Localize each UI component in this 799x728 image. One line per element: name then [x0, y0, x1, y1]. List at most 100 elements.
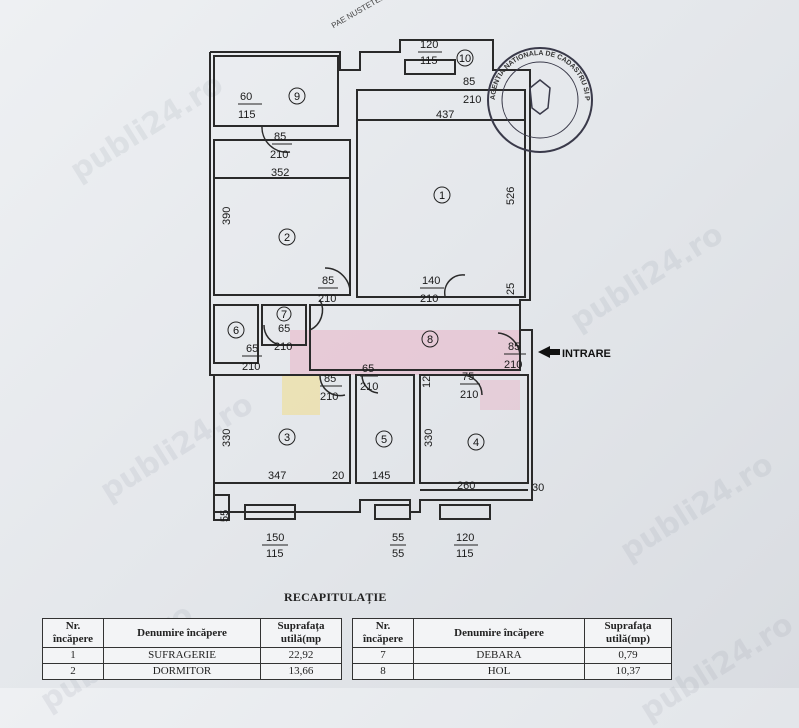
dim-label: 55 [392, 548, 404, 560]
dim-label: 85 [274, 131, 286, 143]
dim-label: 210 [420, 293, 438, 305]
dim-label: 20 [332, 470, 344, 482]
room-marker-6: 6 [227, 321, 245, 339]
dim-label: 85 [322, 275, 334, 287]
room-area: 13,66 [260, 663, 342, 680]
dim-label: 25 [505, 283, 517, 295]
recap-title: RECAPITULAȚIE [284, 590, 387, 604]
dim-label: 210 [274, 341, 292, 353]
column-header: Nr. încăpere [42, 618, 104, 648]
dim-label: 347 [268, 470, 286, 482]
svg-text:9: 9 [294, 91, 300, 103]
dim-label: 330 [221, 429, 233, 447]
dim-label: 260 [457, 480, 475, 492]
coat-of-arms-icon [529, 79, 551, 115]
room-number: 1 [42, 647, 104, 664]
arrow-left-icon [538, 346, 560, 358]
dim-label: 65 [278, 323, 290, 335]
dim-label: 210 [360, 381, 378, 393]
room-marker-7: 7 [276, 306, 292, 322]
dim-label: 210 [504, 359, 522, 371]
table-header-row: Nr. încăpere Denumire încăpere Suprafața… [42, 618, 342, 648]
table-header-row: Nr. încăpere Denumire încăpere Suprafața… [352, 618, 672, 648]
walls [209, 39, 533, 521]
room-number: 7 [352, 647, 414, 664]
column-header: Nr. încăpere [352, 618, 414, 648]
svg-text:7: 7 [281, 309, 287, 321]
dim-label: 210 [463, 94, 481, 106]
svg-text:2: 2 [284, 232, 290, 244]
dim-label: 120 [420, 39, 438, 51]
cadastre-stamp: AGENTIA NATIONALA DE CADASTRU SI PUBLICI… [0, 0, 593, 153]
room-name: DORMITOR [103, 663, 261, 680]
room-number: 2 [42, 663, 104, 680]
room-number: 8 [352, 663, 414, 680]
dimension-labels: 120 115 60 115 85 210 437 85 210 352 390… [219, 39, 544, 560]
dim-label: 55 [392, 532, 404, 544]
dim-label: 55 [219, 510, 231, 522]
dim-label: 85 [463, 76, 475, 88]
stamp-top-text: PAE NUSTETELE [330, 0, 391, 30]
doors [261, 125, 521, 397]
recap-table-right: Nr. încăpere Denumire încăpere Suprafața… [352, 618, 672, 680]
room-marker-10: 10 [456, 49, 474, 67]
dim-label: 85 [324, 373, 336, 385]
highlight-pink [480, 380, 520, 410]
svg-text:10: 10 [459, 53, 471, 65]
room-name: HOL [413, 663, 585, 680]
column-header: Denumire încăpere [413, 618, 585, 648]
dim-label: 210 [270, 149, 288, 161]
room-markers: 9 10 1 2 6 7 8 3 5 4 [227, 49, 485, 451]
dim-label: 210 [318, 293, 336, 305]
dim-label: 390 [221, 207, 233, 225]
dim-label: 330 [423, 429, 435, 447]
svg-text:6: 6 [233, 325, 239, 337]
dim-label: 150 [266, 532, 284, 544]
table-row: 2 DORMITOR 13,66 [42, 663, 342, 680]
table-row: 8 HOL 10,37 [352, 663, 672, 680]
room-marker-9: 9 [288, 87, 306, 105]
svg-text:3: 3 [284, 432, 290, 444]
dim-label: 85 [508, 341, 520, 353]
dim-label: 60 [240, 91, 252, 103]
dim-label: 437 [436, 109, 454, 121]
highlight-hall [290, 330, 520, 375]
dim-label: 65 [362, 363, 374, 375]
table-row: 7 DEBARA 0,79 [352, 647, 672, 664]
room-marker-5: 5 [375, 430, 393, 448]
highlight-yellow [282, 375, 320, 415]
dim-label: 140 [422, 275, 440, 287]
dim-label: 145 [372, 470, 390, 482]
dim-label: 12 [421, 376, 433, 388]
room-marker-3: 3 [278, 428, 296, 446]
dim-label: 115 [238, 109, 256, 121]
table-row: 1 SUFRAGERIE 22,92 [42, 647, 342, 664]
svg-text:8: 8 [427, 334, 433, 346]
svg-text:1: 1 [439, 190, 445, 202]
svg-text:4: 4 [473, 437, 479, 449]
dim-label: 210 [242, 361, 260, 373]
dim-label: 30 [532, 482, 544, 494]
svg-text:AGENTIA NATIONALA DE CADASTRU: AGENTIA NATIONALA DE CADASTRU SI PUBLICI… [0, 0, 590, 101]
dim-label: 210 [460, 389, 478, 401]
stamp-text: AGENTIA NATIONALA DE CADASTRU SI PUBLICI… [0, 0, 590, 101]
room-area: 0,79 [584, 647, 672, 664]
dim-label: 352 [271, 167, 289, 179]
floor-plan: 9 10 1 2 6 7 8 3 5 4 120 115 60 115 85 2… [0, 0, 611, 560]
dim-label: 115 [420, 55, 438, 67]
dim-label: 75 [462, 371, 474, 383]
dim-label: 120 [456, 532, 474, 544]
entrance-marker: INTRARE [538, 346, 611, 360]
room-marker-4: 4 [467, 433, 485, 451]
room-marker-2: 2 [278, 228, 296, 246]
room-area: 22,92 [260, 647, 342, 664]
dim-label: 115 [456, 548, 474, 560]
room-marker-1: 1 [433, 186, 451, 204]
dim-label: 210 [320, 391, 338, 403]
column-header: Suprafața utilă(mp) [584, 618, 672, 648]
room-marker-8: 8 [421, 330, 439, 348]
room-name: SUFRAGERIE [103, 647, 261, 664]
dim-label: 115 [266, 548, 284, 560]
dim-label: 526 [505, 187, 517, 205]
entrance-label: INTRARE [562, 348, 611, 360]
